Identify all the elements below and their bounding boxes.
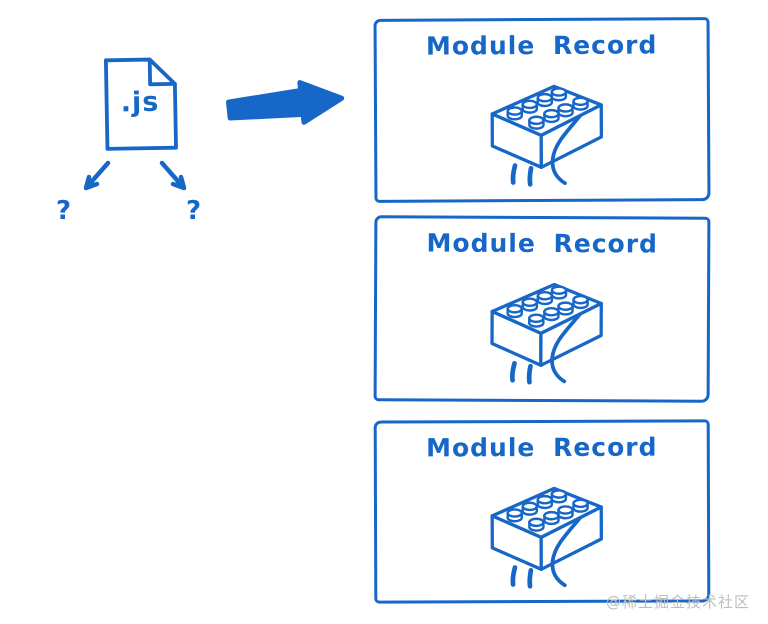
lego-brick-icon <box>463 260 622 387</box>
arrow-right-icon <box>225 80 345 125</box>
js-file-label: .js <box>120 86 160 119</box>
lego-brick-icon <box>463 464 621 591</box>
question-mark-left: ? <box>56 196 72 226</box>
module-record-title: Module Record <box>426 228 659 259</box>
question-mark-right: ? <box>186 196 202 226</box>
js-file: .js <box>95 53 185 155</box>
arrow-down-right-icon <box>159 160 187 191</box>
arrow-down-left-icon <box>83 160 111 191</box>
module-record-card: Module Record <box>373 17 711 203</box>
module-record-title: Module Record <box>426 432 658 463</box>
js-file-icon <box>103 57 178 151</box>
module-record-card: Module Record <box>373 215 711 403</box>
module-record-title: Module Record <box>425 30 658 61</box>
watermark-text: @稀土掘金技术社区 <box>605 593 750 611</box>
lego-brick-icon <box>463 62 622 189</box>
module-record-card: Module Record <box>373 419 711 604</box>
